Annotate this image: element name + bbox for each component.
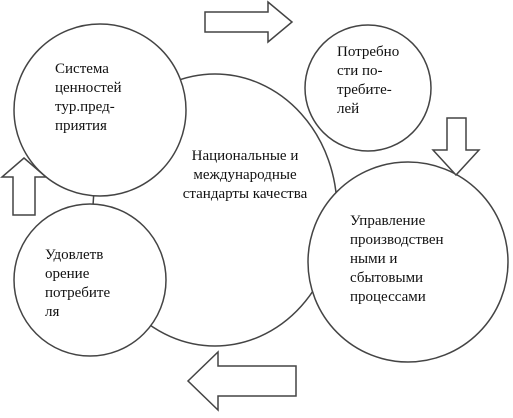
node-values-circle bbox=[13, 23, 187, 197]
node-values-label: Система ценностей тур.пред- приятия bbox=[55, 61, 122, 134]
node-needs-label: Потребно сти по- требите- лей bbox=[337, 44, 400, 117]
node-needs-circle bbox=[304, 24, 432, 152]
node-satisfaction-label: Удовлетв орение потребите ля bbox=[45, 247, 111, 320]
node-management-label: Управление производствен ными и сбытовым… bbox=[350, 213, 444, 305]
arrow-up-icon bbox=[0, 157, 49, 216]
node-satisfaction-circle bbox=[13, 203, 167, 357]
center-label: Национальные и международные стандарты к… bbox=[182, 148, 308, 202]
node-management-circle bbox=[307, 161, 509, 363]
arrow-right-icon bbox=[204, 0, 294, 44]
arrow-down-icon bbox=[431, 117, 481, 177]
arrow-left-icon bbox=[186, 350, 297, 412]
